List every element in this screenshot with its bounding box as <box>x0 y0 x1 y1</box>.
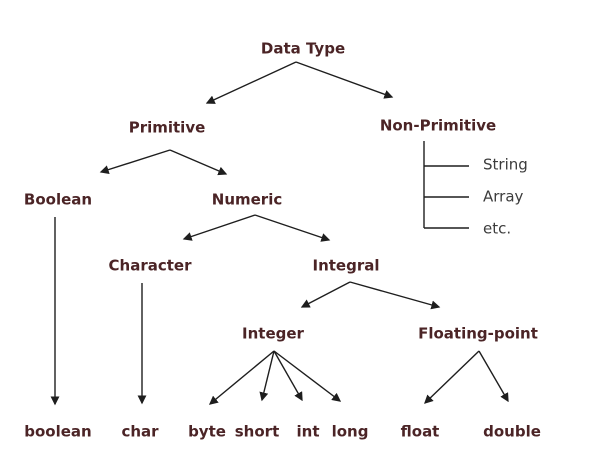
node-numeric: Numeric <box>211 190 283 209</box>
node-floating-point: Floating-point <box>418 324 538 343</box>
leaf-long: long <box>331 422 369 441</box>
node-character: Character <box>108 256 192 275</box>
item-array: Array <box>483 187 524 206</box>
item-etc: etc. <box>483 219 512 238</box>
item-string: String <box>483 155 528 174</box>
connector-integer-byte <box>208 350 275 405</box>
leaf-byte: byte <box>188 422 226 441</box>
leaf-float: float <box>400 422 440 441</box>
connector-primitive-numeric <box>169 149 228 176</box>
connector-integer-long <box>273 350 342 402</box>
connector-floatingpoint-float <box>424 350 480 404</box>
node-integer: Integer <box>242 324 304 343</box>
connector-floatingpoint-double <box>478 350 509 403</box>
connector-numeric-character <box>182 214 256 241</box>
node-integral: Integral <box>312 256 380 275</box>
leaf-double: double <box>483 422 541 441</box>
node-non-primitive: Non-Primitive <box>379 116 497 135</box>
connector-primitive-boolean <box>99 149 171 174</box>
connector-integer-int <box>273 350 303 402</box>
leaf-int: int <box>296 422 320 441</box>
node-data-type: Data Type <box>260 39 346 58</box>
connector-integer-short <box>259 350 275 402</box>
leaf-boolean: boolean <box>24 422 92 441</box>
leaf-char: char <box>121 422 159 441</box>
connector-numeric-integral <box>254 214 331 242</box>
connector-integral-floatingpoint <box>349 281 441 310</box>
leaf-short: short <box>234 422 280 441</box>
connector-datatype-nonprimitive <box>295 61 394 99</box>
node-primitive: Primitive <box>128 118 206 137</box>
connector-integral-integer <box>300 281 351 308</box>
connector-datatype-primitive <box>205 61 297 104</box>
node-boolean: Boolean <box>23 190 93 209</box>
